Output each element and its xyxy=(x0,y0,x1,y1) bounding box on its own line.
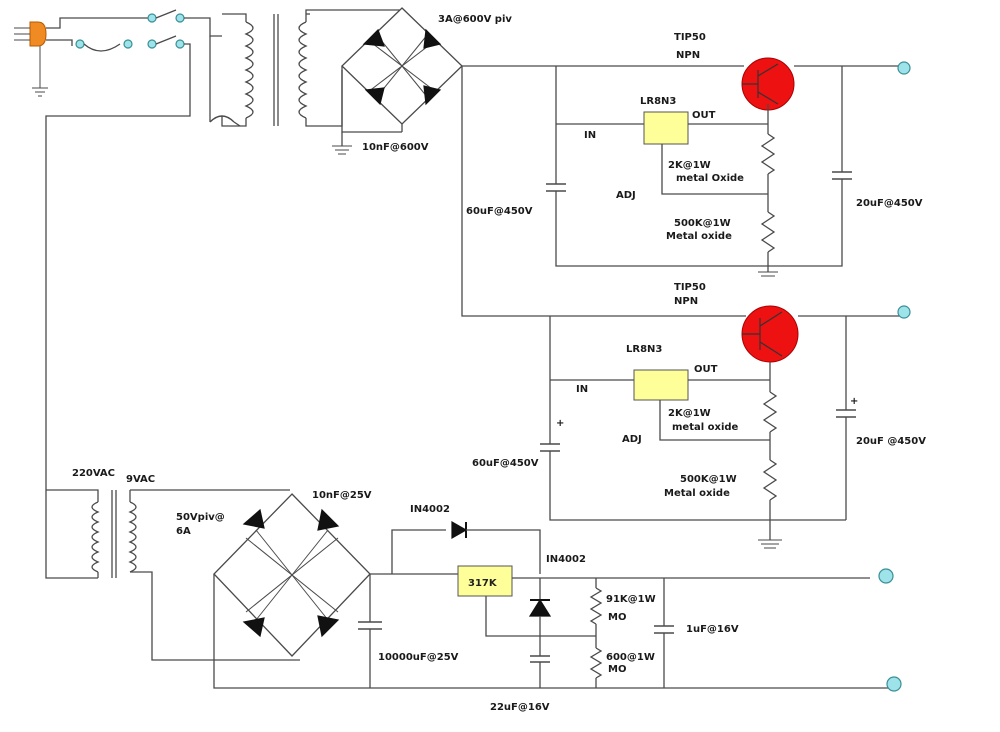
output-terminal-lv-positive xyxy=(878,568,894,584)
label-50vpiv: 50Vpiv@ xyxy=(176,512,225,523)
label-cap-22uf: 22uF@16V xyxy=(490,702,550,713)
label-adj-top: ADJ xyxy=(616,190,636,201)
label-9vac: 9VAC xyxy=(126,474,155,485)
label-in4002-top: IN4002 xyxy=(410,504,450,515)
label-r91k: 91K@1W xyxy=(606,594,656,605)
lv-bridge-rectifier: 10nF@25V xyxy=(213,490,900,689)
label-lr8n3-top: LR8N3 xyxy=(640,96,676,107)
label-plus-cap60-mid: + xyxy=(556,418,564,429)
regulator-top: TIP50 NPN LR8N3 OUT IN ADJ 2K@1W metal O… xyxy=(466,32,923,277)
label-tip50-top: TIP50 xyxy=(674,32,706,43)
label-cap20-mid: 20uF @450V xyxy=(856,436,926,447)
label-r2k-top: 2K@1W xyxy=(668,160,711,171)
label-bridge-rating: 3A@600V piv xyxy=(438,14,512,25)
hv-transformer xyxy=(209,9,400,127)
hv-bridge-rectifier: 3A@600V piv 10nF@600V xyxy=(332,7,512,155)
label-tip50-mid: TIP50 xyxy=(674,282,706,293)
regulator-middle: TIP50 NPN LR8N3 OUT IN ADJ 2K@1W metal o… xyxy=(472,282,926,549)
label-cap60-mid: 60uF@450V xyxy=(472,458,539,469)
label-317k: 317K xyxy=(468,578,498,589)
label-cap-10nf-25v: 10nF@25V xyxy=(312,490,372,501)
label-in-mid: IN xyxy=(576,384,588,395)
label-bridge-cap: 10nF@600V xyxy=(362,142,429,153)
label-cap-1uf: 1uF@16V xyxy=(686,624,739,635)
in4002-diode-top xyxy=(451,520,468,540)
in4002-diode-right xyxy=(528,598,552,617)
label-npn-top: NPN xyxy=(676,50,700,61)
label-r500k-mid: 500K@1W xyxy=(680,474,737,485)
label-r600: 600@1W xyxy=(606,652,655,663)
hv-rail xyxy=(461,65,746,317)
label-r91k-type: MO xyxy=(608,612,626,623)
cap-10000uf: 10000uF@25V xyxy=(358,574,459,688)
output-terminal-top xyxy=(897,61,911,75)
output-terminal-lv-ground xyxy=(886,676,902,692)
lr8n3-mid-chip xyxy=(633,369,689,401)
label-r600-type: MO xyxy=(608,664,626,675)
lr8n3-top-chip xyxy=(643,111,689,145)
label-220vac: 220VAC xyxy=(72,468,115,479)
label-cap-10000uf: 10000uF@25V xyxy=(378,652,459,663)
label-r500k-top-type: Metal oxide xyxy=(666,231,732,242)
label-in-top: IN xyxy=(584,130,596,141)
label-npn-mid: NPN xyxy=(674,296,698,307)
label-r2k-mid-type: metal oxide xyxy=(672,422,739,433)
lm317-section: IN4002 317K IN4002 22uF@16V 91K@1W MO 60… xyxy=(391,504,902,713)
label-adj-mid: ADJ xyxy=(622,434,642,445)
label-out-mid: OUT xyxy=(694,364,718,375)
label-lr8n3-mid: LR8N3 xyxy=(626,344,662,355)
label-r500k-mid-type: Metal oxide xyxy=(664,488,730,499)
lv-transformer: 220VAC 9VAC 50Vpiv@ 6A xyxy=(46,468,300,661)
label-6a: 6A xyxy=(176,526,191,537)
mains-plug xyxy=(14,21,48,97)
label-in4002-right: IN4002 xyxy=(546,554,586,565)
label-r2k-mid: 2K@1W xyxy=(668,408,711,419)
label-cap60-top: 60uF@450V xyxy=(466,206,533,217)
mains-switch xyxy=(45,9,222,579)
label-out-top: OUT xyxy=(692,110,716,121)
label-r500k-top: 500K@1W xyxy=(674,218,731,229)
output-terminal-mid xyxy=(897,305,911,319)
label-plus-cap20-mid: + xyxy=(850,396,858,407)
label-cap20-top: 20uF@450V xyxy=(856,198,923,209)
chip-317k xyxy=(457,565,513,597)
label-r2k-top-type: metal Oxide xyxy=(676,173,744,184)
